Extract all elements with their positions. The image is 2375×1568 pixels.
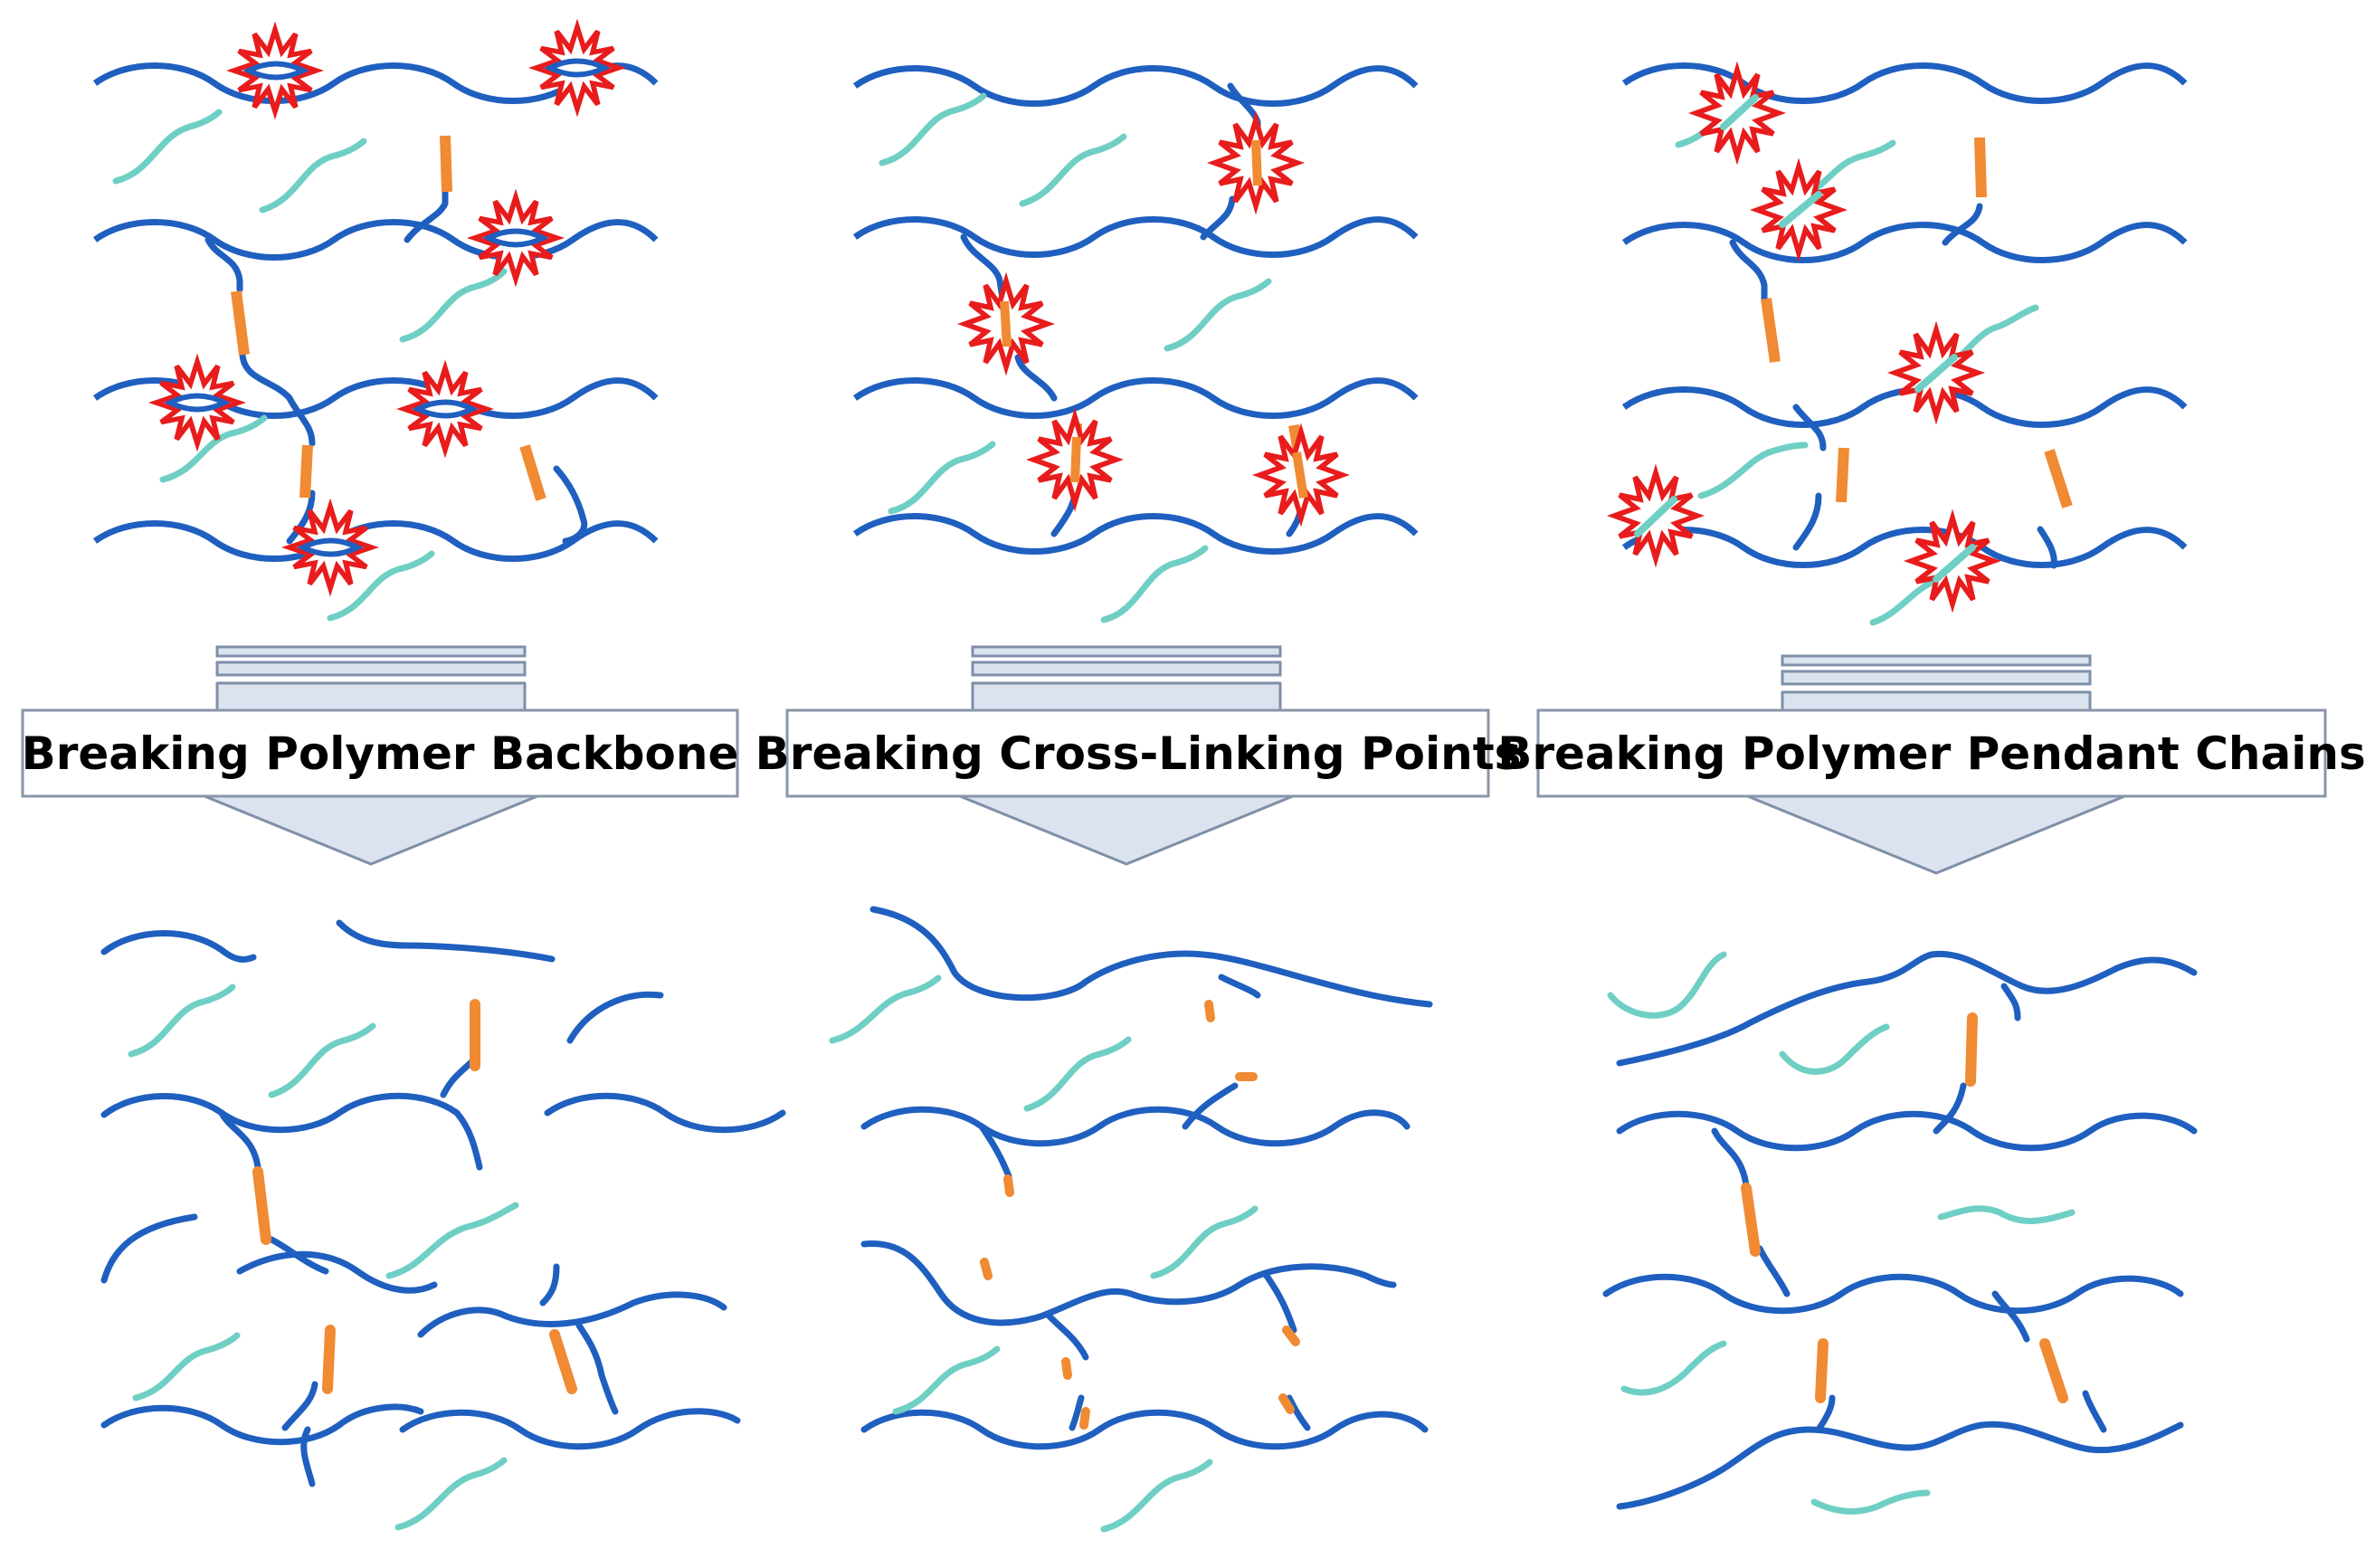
panel-pendant-before [1614,66,2185,626]
burst-markers [156,27,618,588]
burst-markers-crosslink [964,120,1342,518]
label-pendant: Breaking Polymer Pendant Chains [1497,708,2366,798]
label-backbone: Breaking Polymer Backbone [21,708,739,798]
panel-backbone-before [95,27,656,622]
label-crosslink-text: Breaking Cross-Linking Points [755,727,1522,780]
panel-pendant-after [1602,950,2198,1515]
panel-crosslink-after [829,906,1433,1533]
panel-crosslink-before [855,69,1416,623]
burst-markers-pendant [1614,71,1993,604]
label-crosslink: Breaking Cross-Linking Points [755,708,1522,798]
label-backbone-text: Breaking Polymer Backbone [22,727,739,780]
panel-backbone-after [100,919,786,1531]
label-pendant-text: Breaking Polymer Pendant Chains [1497,727,2366,780]
